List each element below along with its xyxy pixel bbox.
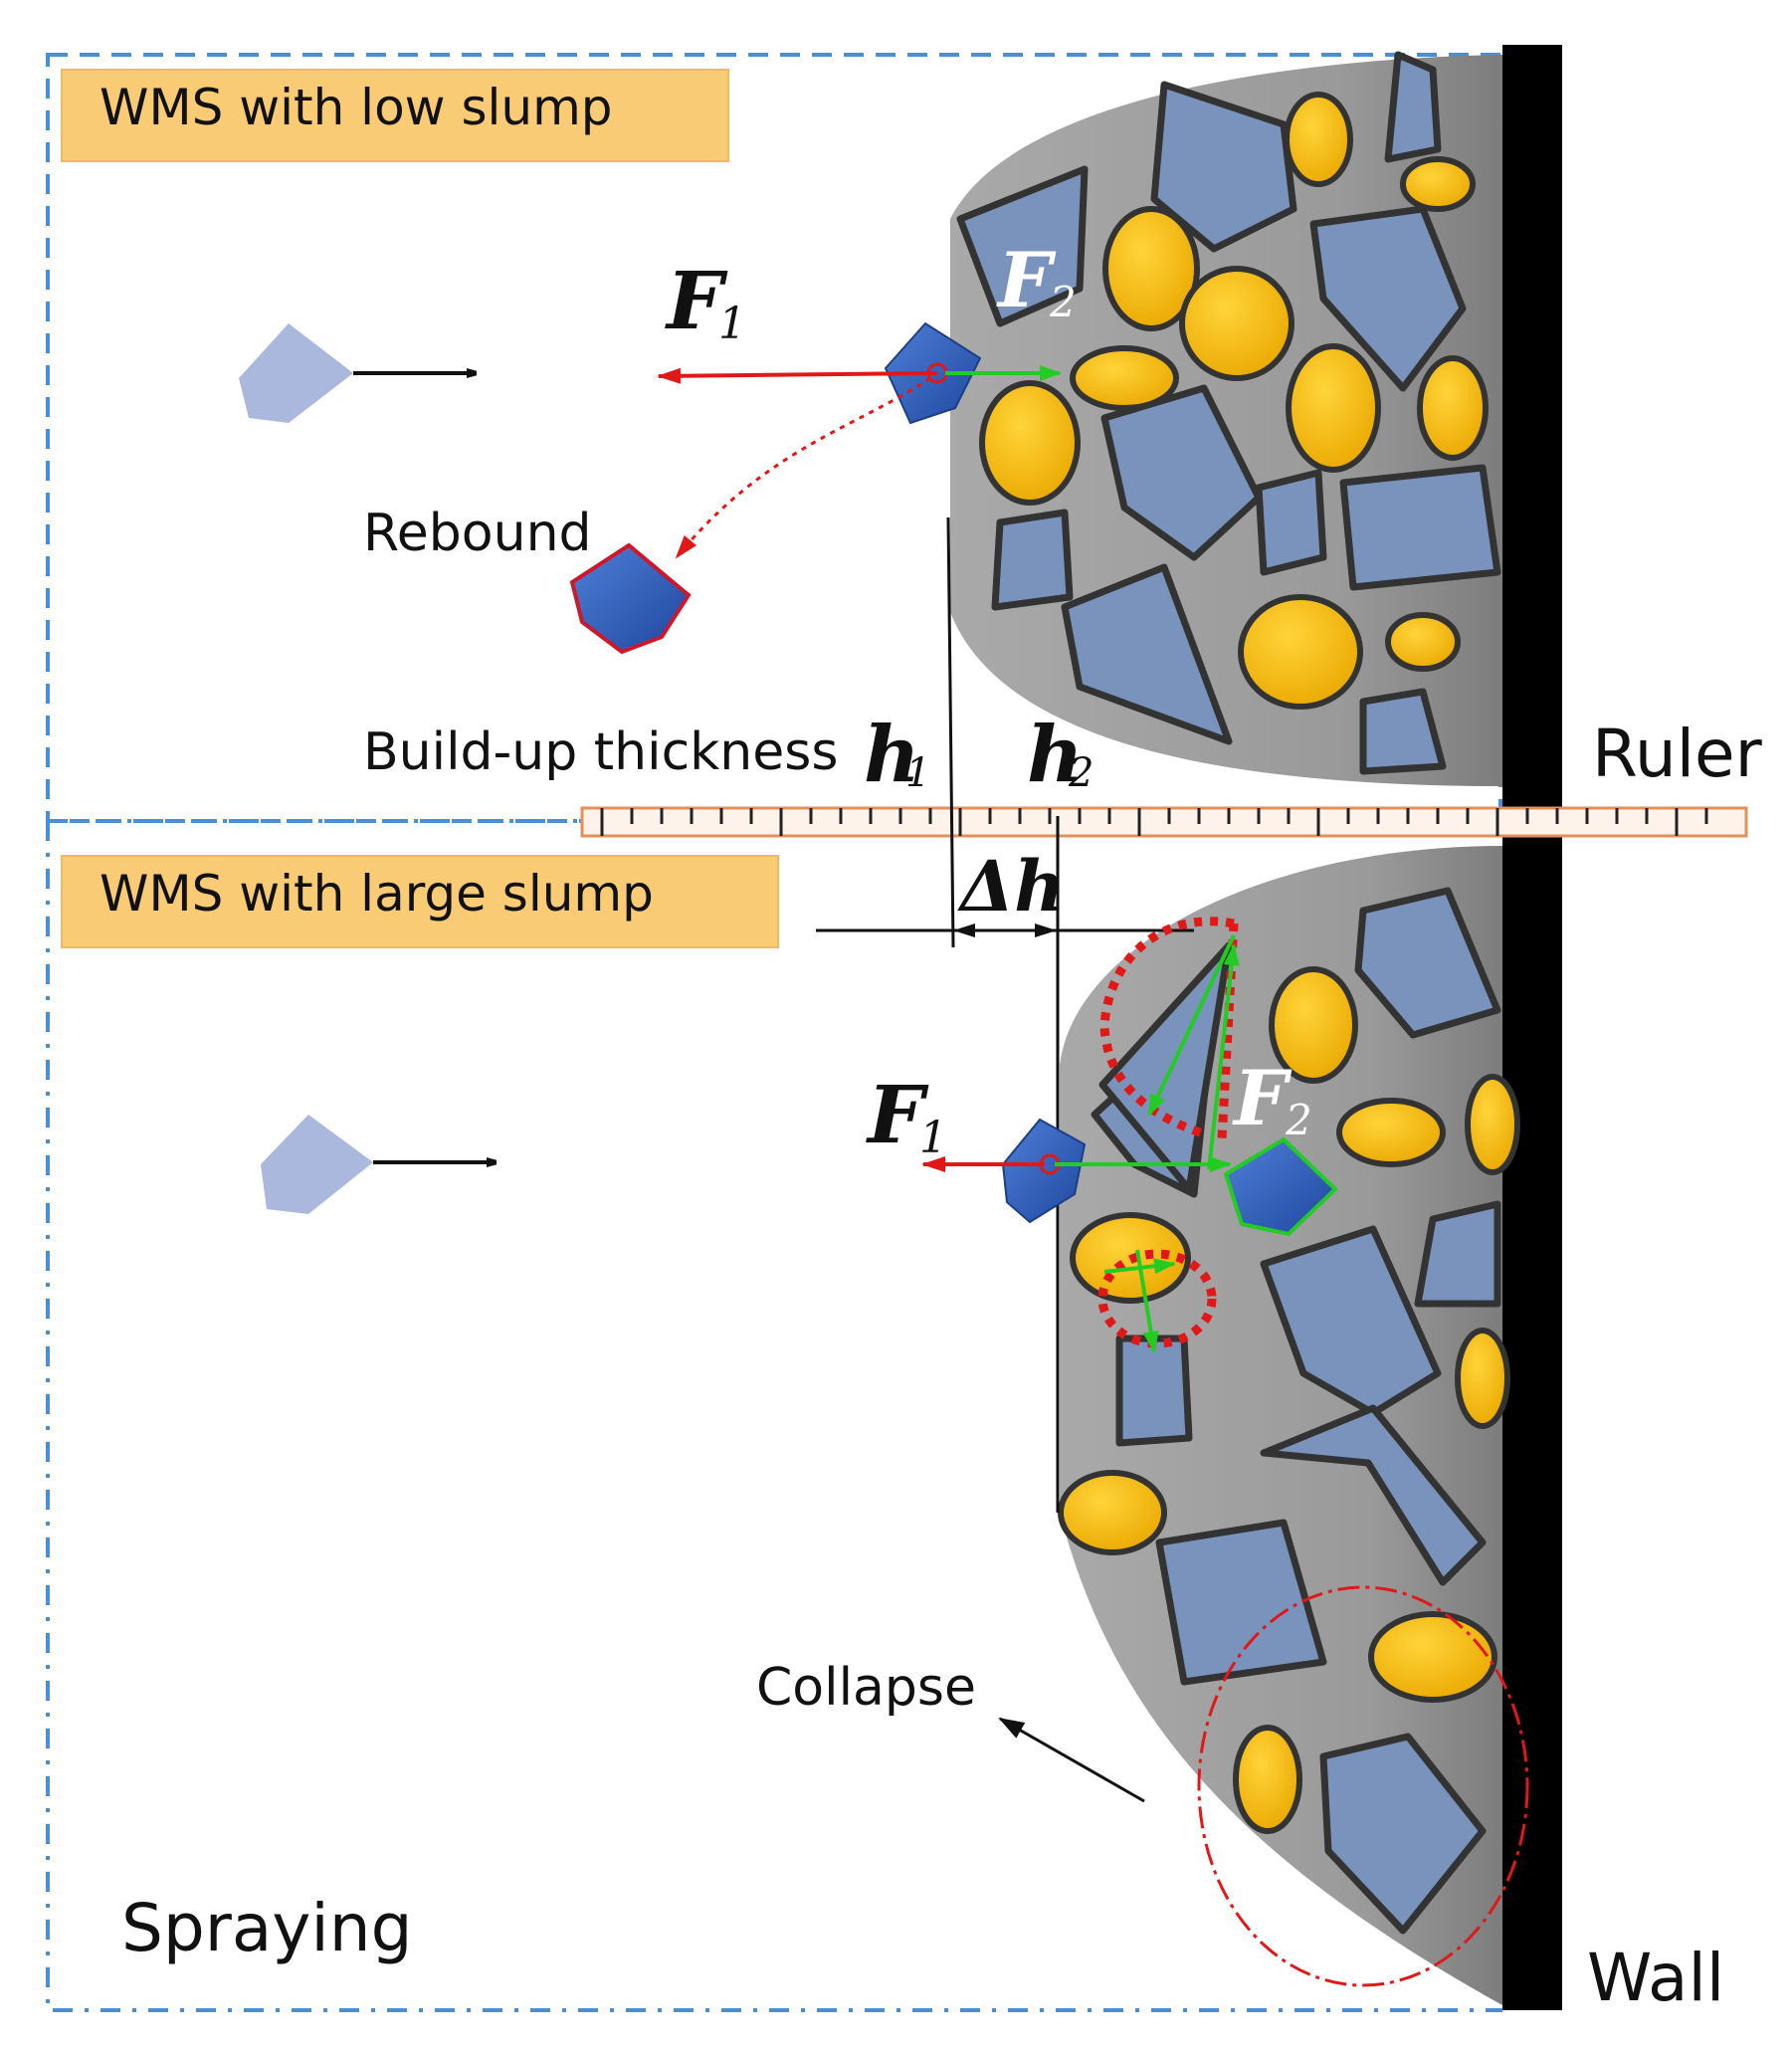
- h2-symbol: h 2: [1027, 710, 1094, 800]
- rebound-trajectory: [675, 376, 931, 559]
- delta-h-symbol: Δh: [957, 845, 1065, 927]
- svg-text:F: F: [1232, 1054, 1293, 1142]
- svg-text:h: h: [1027, 710, 1084, 800]
- top-f2-symbol: F 2: [996, 236, 1077, 326]
- svg-text:2: 2: [1285, 1096, 1312, 1144]
- bottom-incoming-particle: [261, 1115, 496, 1214]
- svg-text:1: 1: [905, 750, 930, 796]
- svg-text:F: F: [996, 236, 1057, 324]
- top-incoming-particle: [239, 323, 476, 423]
- wall: [1502, 45, 1562, 2010]
- ruler: [580, 806, 1748, 838]
- sinking-aggregate-group: [1097, 1249, 1217, 1353]
- top-panel-title: WMS with low slump: [100, 79, 613, 136]
- wall-label: Wall: [1587, 1940, 1724, 2016]
- bottom-panel-border: [46, 819, 1502, 2012]
- bottom-f2-symbol: F 2: [1232, 1054, 1312, 1144]
- ruler-label: Ruler: [1592, 716, 1763, 792]
- collapse-label: Collapse: [756, 1658, 976, 1718]
- svg-text:h: h: [864, 710, 920, 800]
- h1-reference-line: [946, 516, 955, 948]
- build-up-thickness-label: Build-up thickness: [363, 722, 838, 782]
- collapse-zone: [1197, 1585, 1529, 1987]
- collapse-arrow: [998, 1717, 1145, 1803]
- svg-text:2: 2: [1049, 278, 1077, 326]
- bottom-f1-symbol: F 1: [866, 1068, 947, 1163]
- pushed-particle: [1223, 1136, 1338, 1237]
- bottom-panel-banner: WMS with large slump: [61, 855, 779, 948]
- top-f1-symbol: F 1: [665, 254, 746, 349]
- svg-text:2: 2: [1068, 750, 1094, 796]
- svg-text:F: F: [665, 254, 728, 347]
- top-panel-banner: WMS with low slump: [61, 69, 729, 162]
- rebound-particle: [569, 542, 692, 655]
- svg-text:F: F: [866, 1068, 929, 1161]
- top-mortar-layer: [950, 51, 1502, 786]
- svg-text:1: 1: [718, 299, 746, 349]
- bottom-mortar-layer: [1058, 846, 1520, 2005]
- top-f1-arrow: [657, 367, 938, 384]
- h1-symbol: h 1: [864, 710, 930, 800]
- displaced-aggregate-group: [1098, 917, 1240, 1193]
- spraying-label: Spraying: [121, 1890, 413, 1966]
- bottom-panel-title: WMS with large slump: [100, 865, 654, 923]
- rebound-label: Rebound: [363, 504, 592, 563]
- svg-text:1: 1: [919, 1113, 947, 1163]
